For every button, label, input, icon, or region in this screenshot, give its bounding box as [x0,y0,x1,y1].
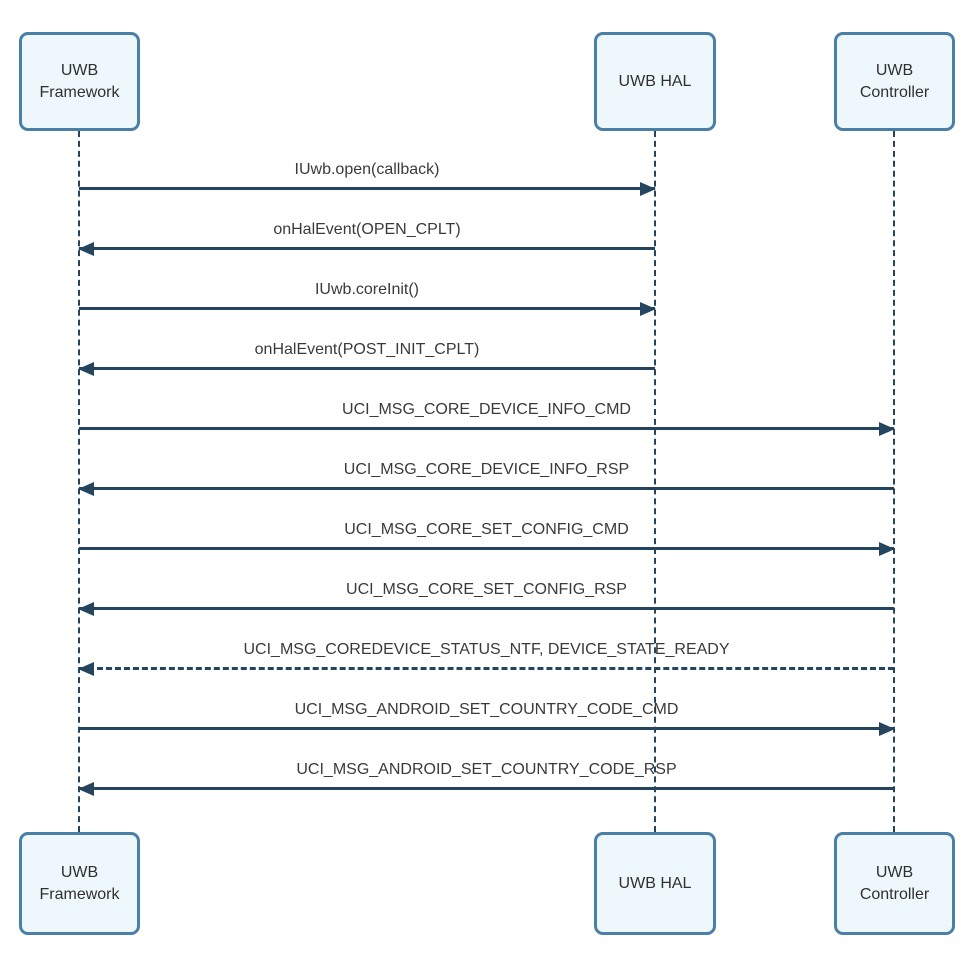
lifeline-uwb-hal [654,131,656,832]
arrow-left-icon [78,361,655,376]
arrow-right-icon [79,301,656,316]
message-label: IUwb.open(callback) [294,161,440,178]
message-label: UCI_MSG_ANDROID_SET_COUNTRY_CODE_RSP [296,761,677,778]
actor-label: UWB Framework [39,863,120,903]
message-android-set-country-code-cmd: UCI_MSG_ANDROID_SET_COUNTRY_CODE_CMD [79,701,895,736]
actor-label: UWB Controller [859,863,930,903]
message-core-device-info-rsp: UCI_MSG_CORE_DEVICE_INFO_RSP [78,461,894,496]
actor-box-uwb-controller-top: UWB Controller [834,32,955,131]
actor-box-uwb-controller-bottom: UWB Controller [834,832,955,935]
arrow-right-icon [79,541,895,556]
arrow-left-icon [78,241,655,256]
actor-label: UWB Controller [859,61,930,101]
actor-box-uwb-hal-bottom: UWB HAL [594,832,716,935]
message-label: UCI_MSG_ANDROID_SET_COUNTRY_CODE_CMD [294,701,679,718]
arrow-left-icon [78,601,894,616]
message-label: UCI_MSG_CORE_DEVICE_INFO_RSP [343,461,630,478]
lifeline-uwb-controller [893,131,895,832]
arrow-left-icon [78,781,894,796]
actor-box-uwb-framework-bottom: UWB Framework [19,832,140,935]
message-label: UCI_MSG_CORE_DEVICE_INFO_CMD [342,401,631,418]
message-label: UCI_MSG_CORE_SET_CONFIG_CMD [344,521,629,538]
message-label: UCI_MSG_CORE_SET_CONFIG_RSP [346,581,627,598]
message-onhalevent-post-init-cplt: onHalEvent(POST_INIT_CPLT) [78,341,655,376]
message-core-set-config-rsp: UCI_MSG_CORE_SET_CONFIG_RSP [78,581,894,616]
message-label: UCI_MSG_COREDEVICE_STATUS_NTF, DEVICE_ST… [243,641,730,658]
arrow-left-dashed-icon [78,661,894,676]
message-android-set-country-code-rsp: UCI_MSG_ANDROID_SET_COUNTRY_CODE_RSP [78,761,894,796]
arrow-right-icon [79,181,656,196]
message-label: onHalEvent(POST_INIT_CPLT) [254,341,480,358]
message-core-device-info-cmd: UCI_MSG_CORE_DEVICE_INFO_CMD [79,401,895,436]
message-label: onHalEvent(OPEN_CPLT) [273,221,461,238]
actor-label: UWB HAL [618,72,692,90]
message-device-status-ntf: UCI_MSG_COREDEVICE_STATUS_NTF, DEVICE_ST… [78,641,894,676]
message-core-set-config-cmd: UCI_MSG_CORE_SET_CONFIG_CMD [79,521,895,556]
message-iuwb-open: IUwb.open(callback) [79,161,656,196]
message-onhalevent-open-cplt: onHalEvent(OPEN_CPLT) [78,221,655,256]
arrow-right-icon [79,721,895,736]
message-label: IUwb.coreInit() [314,281,420,298]
actor-label: UWB Framework [39,61,120,101]
actor-box-uwb-hal-top: UWB HAL [594,32,716,131]
actor-label: UWB HAL [618,874,692,892]
message-iuwb-coreinit: IUwb.coreInit() [79,281,656,316]
actor-box-uwb-framework-top: UWB Framework [19,32,140,131]
arrow-right-icon [79,421,895,436]
arrow-left-icon [78,481,894,496]
